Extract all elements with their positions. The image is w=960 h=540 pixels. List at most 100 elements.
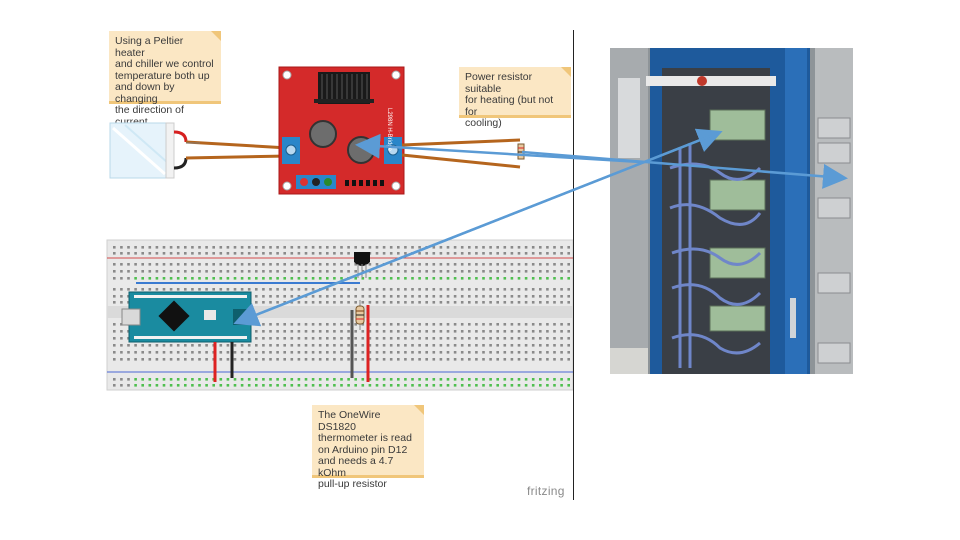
- breadboard-hole: [191, 358, 194, 361]
- breadboard-hole: [134, 351, 137, 354]
- breadboard-hole: [510, 384, 514, 387]
- breadboard-hole: [276, 330, 279, 333]
- breadboard-hole: [212, 252, 215, 255]
- breadboard-hole: [198, 384, 201, 387]
- breadboard-hole: [439, 351, 443, 354]
- breadboard-hole: [297, 344, 301, 347]
- breadboard-hole: [262, 295, 265, 298]
- breadboard-hole: [375, 330, 379, 333]
- breadboard-hole: [340, 263, 343, 266]
- breadboard-hole: [468, 378, 471, 381]
- breadboard-hole: [162, 246, 166, 249]
- breadboard-hole: [340, 301, 343, 304]
- breadboard-hole: [411, 330, 414, 333]
- breadboard-hole: [269, 378, 272, 381]
- breadboard-hole: [425, 351, 428, 354]
- breadboard-hole: [120, 270, 123, 273]
- breadboard-hole: [148, 270, 152, 273]
- breadboard-hole: [489, 344, 492, 347]
- breadboard-hole: [304, 295, 308, 298]
- breadboard-hole: [524, 288, 528, 291]
- breadboard-hole: [482, 246, 485, 249]
- breadboard-hole: [127, 277, 130, 280]
- breadboard-hole: [155, 252, 159, 255]
- breadboard-hole: [120, 323, 123, 326]
- breadboard-hole: [446, 263, 450, 266]
- breadboard-hole: [326, 384, 329, 387]
- breadboard-hole: [233, 384, 237, 387]
- breadboard-hole: [120, 337, 123, 340]
- breadboard-hole: [439, 301, 443, 304]
- breadboard-hole: [283, 301, 286, 304]
- breadboard-hole: [198, 263, 201, 266]
- breadboard-hole: [311, 384, 315, 387]
- breadboard-hole: [155, 358, 159, 361]
- breadboard-hole: [134, 252, 137, 255]
- breadboard-hole: [432, 246, 436, 249]
- breadboard-hole: [453, 358, 457, 361]
- breadboard-hole: [382, 323, 386, 326]
- breadboard-hole: [546, 323, 549, 326]
- breadboard-hole: [120, 351, 123, 354]
- breadboard-hole: [418, 351, 421, 354]
- breadboard-hole: [375, 270, 379, 273]
- breadboard-hole: [468, 344, 471, 347]
- breadboard-hole: [510, 277, 514, 280]
- breadboard-hole: [198, 358, 201, 361]
- breadboard-hole: [311, 351, 315, 354]
- breadboard-hole: [439, 330, 443, 333]
- breadboard-hole: [184, 263, 187, 266]
- breadboard-hole: [304, 323, 308, 326]
- breadboard-hole: [482, 301, 485, 304]
- breadboard-hole: [411, 295, 414, 298]
- breadboard-hole: [304, 337, 308, 340]
- h-bridge-board: L298N H-Bridge: [278, 66, 405, 195]
- breadboard-hole: [560, 344, 563, 347]
- breadboard-hole: [283, 323, 286, 326]
- breadboard-hole: [482, 344, 485, 347]
- breadboard-hole: [120, 384, 123, 387]
- breadboard-hole: [134, 277, 137, 280]
- breadboard-hole: [446, 378, 450, 381]
- breadboard-hole: [113, 301, 116, 304]
- breadboard-hole: [553, 277, 556, 280]
- breadboard-hole: [567, 378, 570, 381]
- breadboard-hole: [546, 263, 549, 266]
- breadboard-hole: [184, 288, 187, 291]
- breadboard-hole: [283, 358, 286, 361]
- breadboard-hole: [418, 344, 421, 347]
- breadboard-hole: [418, 384, 421, 387]
- breadboard-hole: [553, 301, 556, 304]
- breadboard-hole: [425, 295, 428, 298]
- breadboard-hole: [397, 270, 400, 273]
- breadboard-hole: [389, 351, 393, 354]
- breadboard-hole: [446, 351, 450, 354]
- breadboard-hole: [503, 323, 507, 326]
- breadboard-hole: [489, 295, 492, 298]
- breadboard-hole: [233, 270, 237, 273]
- breadboard-hole: [162, 384, 166, 387]
- breadboard-hole: [290, 277, 294, 280]
- breadboard-hole: [404, 358, 407, 361]
- breadboard-hole: [176, 358, 180, 361]
- peltier-module: [109, 122, 188, 179]
- arduino-nano: [121, 291, 252, 343]
- breadboard-hole: [347, 252, 350, 255]
- breadboard-hole: [127, 246, 130, 249]
- breadboard-hole: [304, 358, 308, 361]
- breadboard-hole: [247, 277, 251, 280]
- breadboard-hole: [318, 378, 322, 381]
- breadboard-hole: [553, 288, 556, 291]
- breadboard-hole: [517, 323, 521, 326]
- breadboard-hole: [539, 351, 542, 354]
- breadboard-hole: [262, 263, 265, 266]
- breadboard-hole: [432, 384, 436, 387]
- breadboard-hole: [184, 277, 187, 280]
- breadboard-hole: [212, 270, 215, 273]
- breadboard-hole: [226, 384, 230, 387]
- breadboard-hole: [247, 351, 251, 354]
- breadboard-hole: [489, 277, 492, 280]
- breadboard-hole: [389, 252, 393, 255]
- breadboard-hole: [240, 288, 244, 291]
- breadboard-hole: [418, 246, 421, 249]
